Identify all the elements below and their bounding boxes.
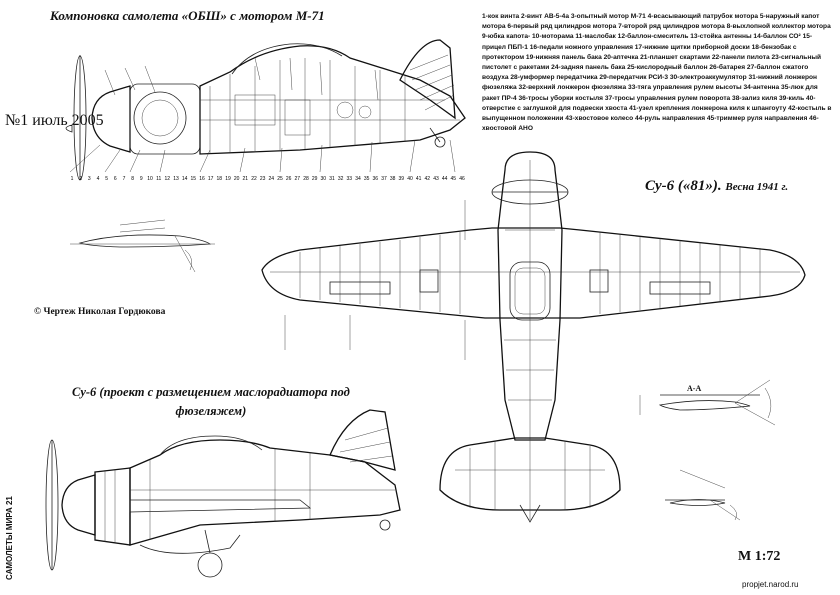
callout-number: 13: [173, 176, 179, 182]
callout-number: 2: [79, 176, 82, 182]
callout-number: 22: [251, 176, 257, 182]
callout-number: 29: [312, 176, 318, 182]
callout-number: 39: [399, 176, 405, 182]
callout-number: 35: [364, 176, 370, 182]
project-title: Су-6 (проект с размещением маслорадиатор…: [72, 383, 350, 421]
callout-number: 15: [191, 176, 197, 182]
section-aa: [639, 379, 776, 426]
obsh-side-view: [65, 39, 466, 181]
parts-legend: 1-кок винта 2-винт АВ-5-4а 3-опытный мот…: [482, 13, 832, 133]
section-aa-label: А-А: [687, 384, 702, 393]
callout-number: 43: [433, 176, 439, 182]
callout-number: 46: [459, 176, 465, 182]
callout-number: 27: [295, 176, 301, 182]
callout-number: 31: [329, 176, 335, 182]
project-title-line2: фюзеляжем): [175, 404, 247, 418]
callout-number: 1: [71, 176, 74, 182]
su6-81-name: Су-6 («81»).: [645, 178, 722, 194]
callout-number: 11: [156, 176, 161, 182]
callout-number: 4: [97, 176, 100, 182]
callout-number: 28: [303, 176, 309, 182]
callout-number: 41: [416, 176, 422, 182]
author-credit: © Чертеж Николая Гордюкова: [34, 307, 166, 317]
callout-number: 18: [217, 176, 223, 182]
callout-number: 5: [105, 176, 108, 182]
callout-number: 34: [355, 176, 361, 182]
callout-number: 42: [425, 176, 431, 182]
su6-project-side-view: [45, 409, 401, 578]
callout-number: 40: [407, 176, 413, 182]
callout-number: 16: [199, 176, 205, 182]
callout-number: 23: [260, 176, 266, 182]
obsh-layout-title: Компоновка самолета «ОБШ» с мотором М-71: [50, 8, 325, 23]
su6-81-date: Весна 1941 г.: [725, 181, 789, 193]
callout-number: 7: [123, 176, 126, 182]
callout-number: 6: [114, 176, 117, 182]
callout-number: 44: [442, 176, 448, 182]
callout-number: 8: [131, 176, 134, 182]
callout-number: 12: [165, 176, 171, 182]
su6-plan-view: [261, 151, 806, 523]
callout-number: 25: [277, 176, 283, 182]
project-title-line1: Су-6 (проект с размещением маслорадиатор…: [72, 385, 350, 399]
callout-number: 24: [269, 176, 275, 182]
callout-number: 3: [88, 176, 91, 182]
callout-number: 30: [321, 176, 327, 182]
flap-detail: [665, 469, 741, 521]
callout-number: 17: [208, 176, 214, 182]
callout-number: 14: [182, 176, 188, 182]
callout-number: 36: [373, 176, 379, 182]
callout-number: 45: [451, 176, 457, 182]
wing-profile-section: [70, 219, 215, 273]
callout-number: 32: [338, 176, 344, 182]
callout-number: 19: [225, 176, 231, 182]
callout-number: 37: [381, 176, 387, 182]
callout-number: 33: [347, 176, 353, 182]
su6-81-title: Су-6 («81»). Весна 1941 г.: [645, 178, 788, 195]
callout-number: 20: [234, 176, 240, 182]
callout-number: 10: [147, 176, 153, 182]
callout-number: 26: [286, 176, 292, 182]
callout-number: 9: [140, 176, 143, 182]
site-watermark: propjet.narod.ru: [742, 580, 799, 589]
drawing-scale: М 1:72: [738, 549, 781, 564]
callout-number: 21: [243, 176, 249, 182]
callout-number: 38: [390, 176, 396, 182]
